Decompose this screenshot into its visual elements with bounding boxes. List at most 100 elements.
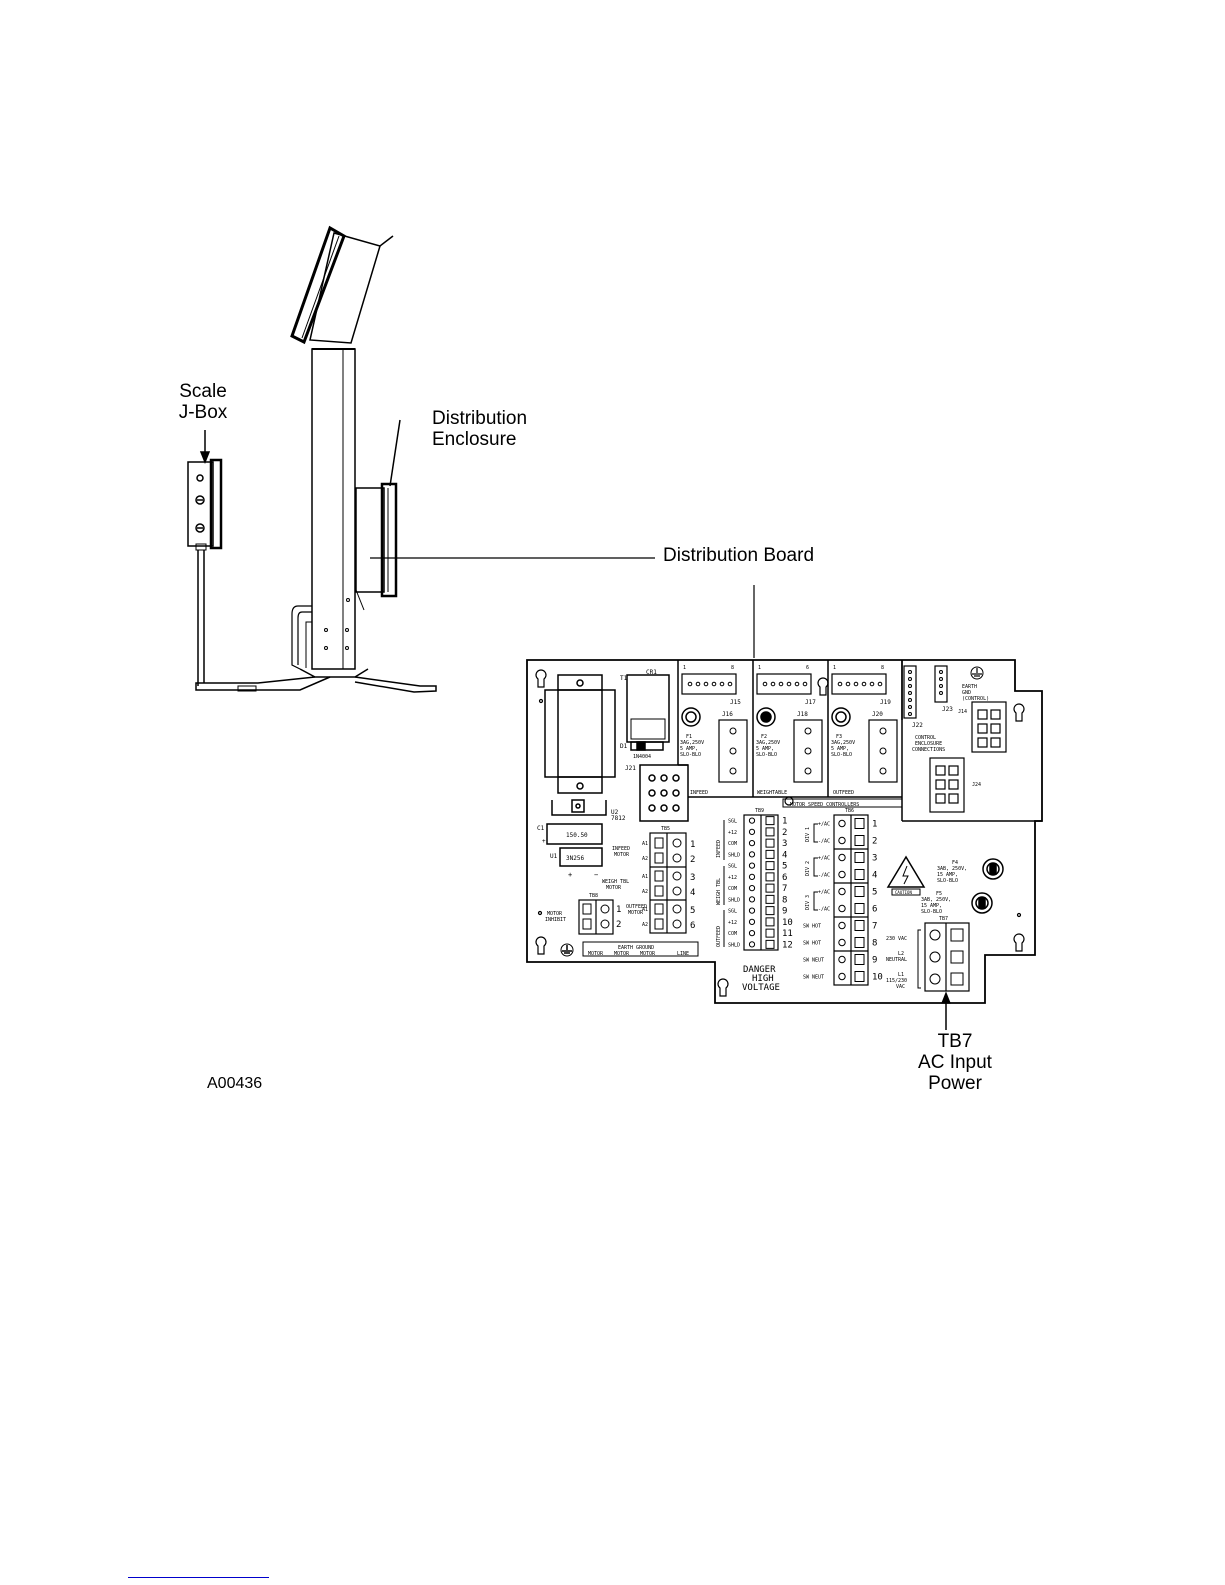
svg-text:3AG,250V: 3AG,250V (756, 740, 780, 746)
tb9-terminal (765, 906, 775, 916)
tb6-signal: SW HOT (803, 941, 821, 947)
control-connectors: J22 J23 EARTH GND (CONTROL) J14 J24 CONT… (903, 665, 1007, 813)
j18-label: J18 (797, 711, 808, 718)
tb9-number: 5 (782, 862, 787, 872)
scale-jbox-line2: J-Box (178, 402, 228, 423)
tb7-callout-label: TB7 AC Input Power (905, 1031, 1005, 1094)
tb9-screw (748, 918, 756, 925)
tb9-terminal (765, 917, 775, 927)
svg-text:LINE: LINE (677, 951, 689, 957)
footer-link-underline[interactable] (128, 1577, 269, 1578)
weightable-section-label: WEIGHTABLE (757, 790, 787, 796)
svg-text:VAC: VAC (896, 984, 905, 990)
tb9-number: 12 (782, 940, 793, 950)
tb9-screw (748, 941, 756, 948)
tb9-screw (748, 896, 756, 903)
danger-line1: DANGER (743, 965, 776, 975)
distribution-enclosure-label: Distribution Enclosure (432, 408, 527, 450)
svg-text:SLO-BLO: SLO-BLO (756, 752, 777, 758)
terminal-block-tb7: TB7 230 VAC L2 NEUTRAL L1 115/230 VAC (886, 916, 970, 1030)
tb9-signal: +12 (728, 920, 737, 926)
tb9-signal: COM (728, 841, 737, 847)
danger-notice: DANGER HIGH VOLTAGE (742, 965, 780, 993)
j16-label: J16 (722, 711, 733, 718)
tb6-number: 10 (872, 973, 883, 983)
tb9-screw (748, 851, 756, 858)
svg-text:F3: F3 (836, 734, 842, 740)
svg-text:INFEED: INFEED (716, 840, 722, 858)
svg-text:A2: A2 (642, 856, 648, 862)
tb9-screw (748, 828, 756, 835)
regulator-u2: U2 7812 (551, 799, 626, 822)
cr1-label: CR1 (646, 669, 657, 676)
tb6-terminal (854, 818, 865, 829)
scale-jbox-label: Scale J-Box (168, 381, 238, 423)
tb6-screw (838, 921, 846, 930)
tb6-number: 1 (872, 820, 877, 830)
outfeed-section-label: OUTFEED (833, 790, 854, 796)
tb6-screw (838, 853, 846, 862)
j21-label: J21 (625, 765, 636, 772)
svg-text:F2: F2 (761, 734, 767, 740)
svg-text:SLO-BLO: SLO-BLO (921, 909, 942, 915)
tb9-signal: SHLD (728, 897, 740, 903)
svg-text:5 AMP,: 5 AMP, (831, 746, 849, 752)
svg-text:F1: F1 (686, 734, 692, 740)
svg-text:1: 1 (683, 665, 686, 671)
u2-part: 7812 (611, 815, 626, 822)
svg-text:DIV 2: DIV 2 (805, 861, 811, 876)
tb9-signal: COM (728, 886, 737, 892)
tb6-number: 8 (872, 939, 877, 949)
tb9-number: 7 (782, 884, 787, 894)
tb6-screw (838, 904, 846, 913)
tb6-signal: +/AC (818, 822, 830, 828)
tb9-signal: SGL (728, 864, 737, 870)
tb6-number: 3 (872, 854, 877, 864)
display-head (290, 225, 394, 345)
svg-text:MOTOR: MOTOR (628, 910, 644, 916)
j20-label: J20 (872, 711, 883, 718)
tb6-screw (838, 887, 846, 896)
scale-jbox (187, 430, 223, 686)
tb9-terminal (765, 838, 775, 848)
u2-label: U2 (611, 809, 619, 816)
svg-text:MOTOR: MOTOR (588, 951, 604, 957)
section-dividers (677, 660, 1042, 822)
svg-text:OUTFEED: OUTFEED (716, 926, 722, 947)
tb9-number: 2 (782, 828, 787, 838)
tb6-number: 6 (872, 905, 877, 915)
tb9-signal: +12 (728, 875, 737, 881)
fuse-f4-f5: F4 3AB, 250V, 15 AMP, SLO-BLO F5 3AB, 25… (921, 858, 1004, 915)
svg-text:1: 1 (833, 665, 836, 671)
distribution-enclosure-line1: Distribution (432, 408, 528, 429)
svg-text:DIV 3: DIV 3 (805, 895, 811, 910)
tb9-terminal (765, 872, 775, 882)
tb6-signal: +/AC (818, 856, 830, 862)
earth-ground-title: EARTH GROUND (618, 945, 654, 951)
tb6-signal: -/AC (818, 907, 830, 913)
tb6-terminal (854, 869, 865, 880)
tb6-signal: SW HOT (803, 924, 821, 930)
svg-text:SLO-BLO: SLO-BLO (831, 752, 852, 758)
tb6-terminal (854, 835, 865, 846)
tb9-screw (748, 930, 756, 937)
tb6-signal: SW NEUT (803, 975, 824, 981)
tb9-signal: SGL (728, 819, 737, 825)
tb7-callout-line3: Power (928, 1073, 982, 1094)
tb6-screw (838, 955, 846, 964)
t1-label: T1 (620, 675, 628, 682)
svg-text:A1: A1 (642, 874, 648, 880)
svg-text:1: 1 (690, 840, 695, 850)
svg-text:+: + (568, 871, 572, 879)
stand-column (311, 348, 356, 670)
d1-part: 1N4004 (633, 754, 651, 760)
tb6-signal: -/AC (818, 839, 830, 845)
tb9-terminal (765, 928, 775, 938)
svg-text:6: 6 (806, 665, 809, 671)
tb9-number: 6 (782, 873, 787, 883)
svg-text:A1: A1 (642, 841, 648, 847)
